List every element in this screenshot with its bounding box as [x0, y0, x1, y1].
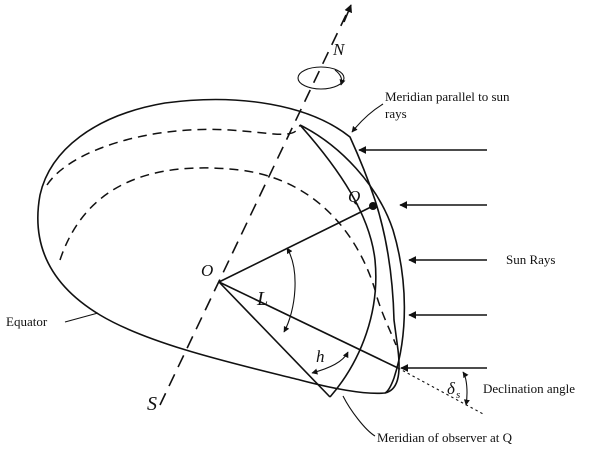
- label-sun-rays: Sun Rays: [506, 252, 555, 267]
- label-meridian-parallel-2: rays: [385, 106, 407, 121]
- label-meridian-observer: Meridian of observer at Q: [377, 430, 513, 445]
- radius-to-q: [218, 205, 374, 283]
- radius-to-equator: [218, 281, 331, 398]
- label-equator: Equator: [6, 314, 48, 329]
- declination-arc: [462, 371, 470, 406]
- label-q: Q: [348, 187, 360, 206]
- latitude-arc: [283, 247, 296, 333]
- label-l: L: [256, 288, 268, 310]
- meridian-parallel-to-sun-rays: [299, 124, 406, 394]
- hidden-meridian-dashed: [46, 124, 301, 186]
- earth-axis: [159, 14, 347, 406]
- label-h: h: [316, 347, 325, 366]
- label-n: N: [332, 40, 346, 59]
- sun-direction-extension: [397, 367, 486, 416]
- hour-angle-arc: [311, 351, 349, 375]
- label-o: O: [201, 261, 213, 280]
- leader-meridian-parallel: [351, 103, 384, 133]
- label-s: S: [147, 393, 157, 415]
- earth-outline: [37, 98, 400, 395]
- equator-hidden-dashed: [59, 167, 397, 346]
- label-delta-sub: s: [456, 389, 460, 401]
- sun-direction-radius: [218, 281, 399, 369]
- leader-equator: [64, 312, 99, 323]
- label-delta: δ: [447, 379, 456, 398]
- meridian-of-observer: [299, 124, 377, 398]
- rotation-ellipse: [297, 66, 345, 90]
- label-declination-angle: Declination angle: [483, 381, 575, 396]
- rotation-arrow: [334, 69, 346, 86]
- point-q-dot: [369, 202, 377, 210]
- leader-meridian-observer: [342, 395, 376, 437]
- axis-arrow-tip: [343, 4, 352, 23]
- label-meridian-parallel-1: Meridian parallel to sun: [385, 89, 510, 104]
